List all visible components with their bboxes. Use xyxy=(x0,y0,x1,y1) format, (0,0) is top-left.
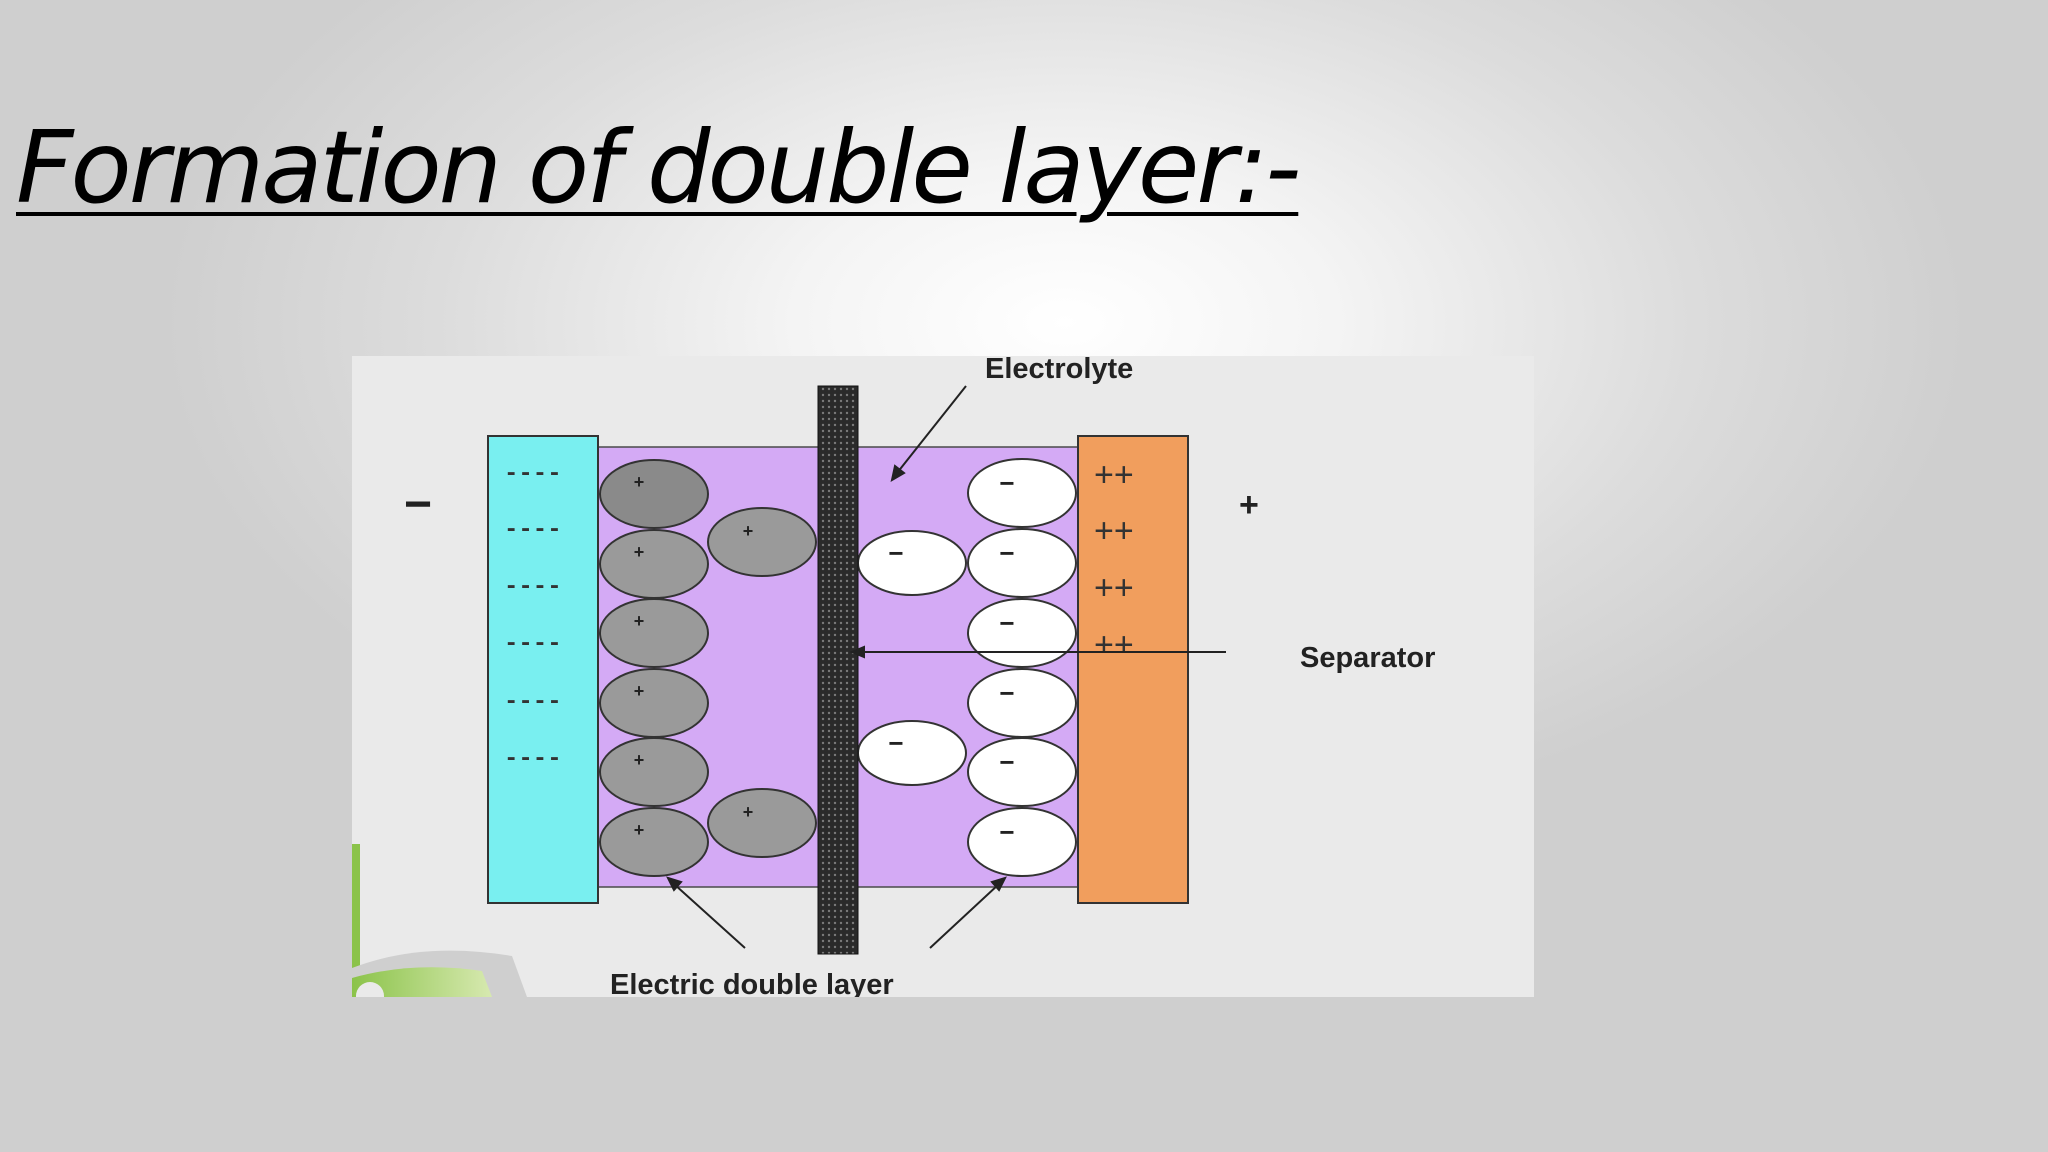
cation-sign: + xyxy=(634,750,645,770)
positive-terminal-label: + xyxy=(1239,486,1259,524)
positive-charge-row: ++ xyxy=(1094,512,1134,550)
double-layer-arrowhead-right xyxy=(990,876,1007,892)
electrolyte-arrow xyxy=(896,385,967,474)
cation xyxy=(599,668,709,738)
double-layer-figure: -‐‐‐ ---- ---- ---- ---- ---- ++ ++ ++ +… xyxy=(352,356,1534,997)
positive-charge-row: ++ xyxy=(1094,626,1134,664)
cation-sign: + xyxy=(743,521,754,541)
cation xyxy=(599,807,709,877)
double-layer-arrowhead-left xyxy=(666,876,683,892)
negative-charge-row: ---- xyxy=(504,517,562,544)
anion xyxy=(967,528,1077,598)
cation-sign: + xyxy=(634,472,645,492)
negative-electrode xyxy=(487,435,599,904)
cation xyxy=(707,788,817,858)
cation-sign: + xyxy=(743,802,754,822)
anion-sign: − xyxy=(999,608,1014,638)
anion-sign: − xyxy=(999,468,1014,498)
cation-sign: + xyxy=(634,681,645,701)
electrolyte-arrowhead xyxy=(890,464,906,483)
separator-arrowhead xyxy=(849,645,865,659)
positive-charge-row: ++ xyxy=(1094,456,1134,494)
negative-terminal-label: − xyxy=(404,478,432,531)
anion-sign: − xyxy=(888,538,903,568)
negative-charge-row: -‐‐‐ xyxy=(504,461,562,488)
cation xyxy=(599,598,709,668)
anion-sign: − xyxy=(999,678,1014,708)
negative-charge-row: ---- xyxy=(504,746,562,773)
electrolyte-label: Electrolyte xyxy=(985,356,1133,385)
anion xyxy=(857,530,967,596)
anion-sign: − xyxy=(999,817,1014,847)
cation-sign: + xyxy=(634,820,645,840)
cation-sign: + xyxy=(634,542,645,562)
anion xyxy=(857,720,967,786)
anion-sign: − xyxy=(888,728,903,758)
separator-label: Separator xyxy=(1300,642,1435,674)
cation xyxy=(599,459,709,529)
cation xyxy=(599,529,709,599)
anion xyxy=(967,807,1077,877)
negative-charge-row: ---- xyxy=(504,631,562,658)
anion xyxy=(967,458,1077,528)
cation xyxy=(599,737,709,807)
negative-charge-row: ---- xyxy=(504,574,562,601)
double-layer-arrow-right xyxy=(929,883,1000,949)
separator-membrane xyxy=(817,385,859,955)
anion-sign: − xyxy=(999,538,1014,568)
cation xyxy=(707,507,817,577)
cation-sign: + xyxy=(634,611,645,631)
anion xyxy=(967,737,1077,807)
anion-sign: − xyxy=(999,747,1014,777)
anion xyxy=(967,668,1077,738)
double-layer-arrow-left xyxy=(673,883,746,949)
negative-charge-row: ---- xyxy=(504,689,562,716)
slide-title: Formation of double layer:- xyxy=(16,109,1301,226)
decorative-corner-graphic xyxy=(352,844,527,997)
double-layer-diagram: -‐‐‐ ---- ---- ---- ---- ---- ++ ++ ++ +… xyxy=(352,356,1435,997)
positive-charge-row: ++ xyxy=(1094,569,1134,607)
electric-double-layer-label: Electric double layer xyxy=(610,969,894,997)
positive-electrode xyxy=(1077,435,1189,904)
anion xyxy=(967,598,1077,668)
